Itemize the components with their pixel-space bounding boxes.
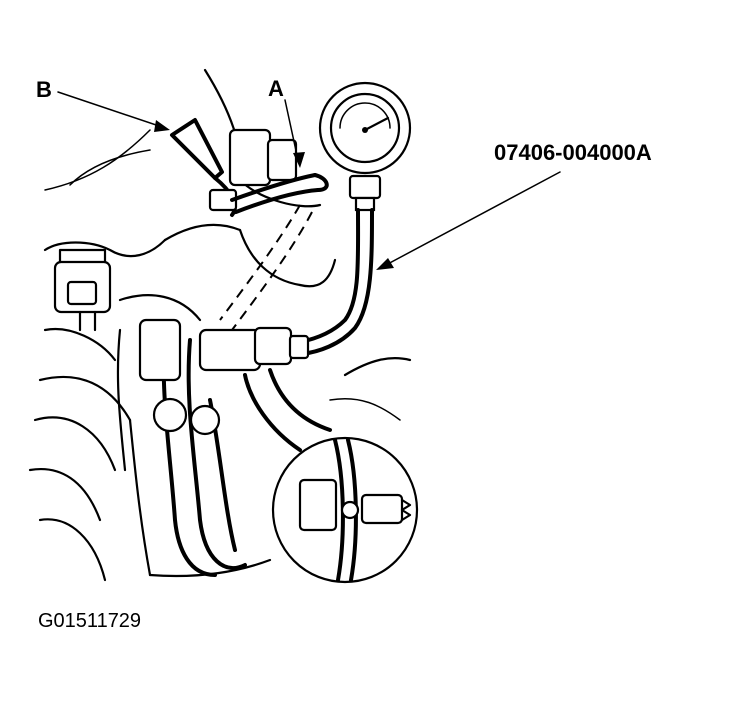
detail-magnifier <box>271 436 419 584</box>
fuel-pressure-gauge <box>253 81 412 366</box>
figure-code: G01511729 <box>38 610 141 632</box>
leader-arrow-tool <box>376 171 561 270</box>
hidden-fuel-line <box>219 204 313 331</box>
leader-arrow-b <box>57 91 170 132</box>
vacuum-hose-clamp-b <box>170 118 329 217</box>
callout-label-b: B <box>36 77 52 102</box>
leader-arrow-a <box>284 99 305 168</box>
engine-body <box>28 68 412 582</box>
tool-number-label: 07406-004000A <box>494 140 652 165</box>
callout-label-a: A <box>268 76 284 101</box>
